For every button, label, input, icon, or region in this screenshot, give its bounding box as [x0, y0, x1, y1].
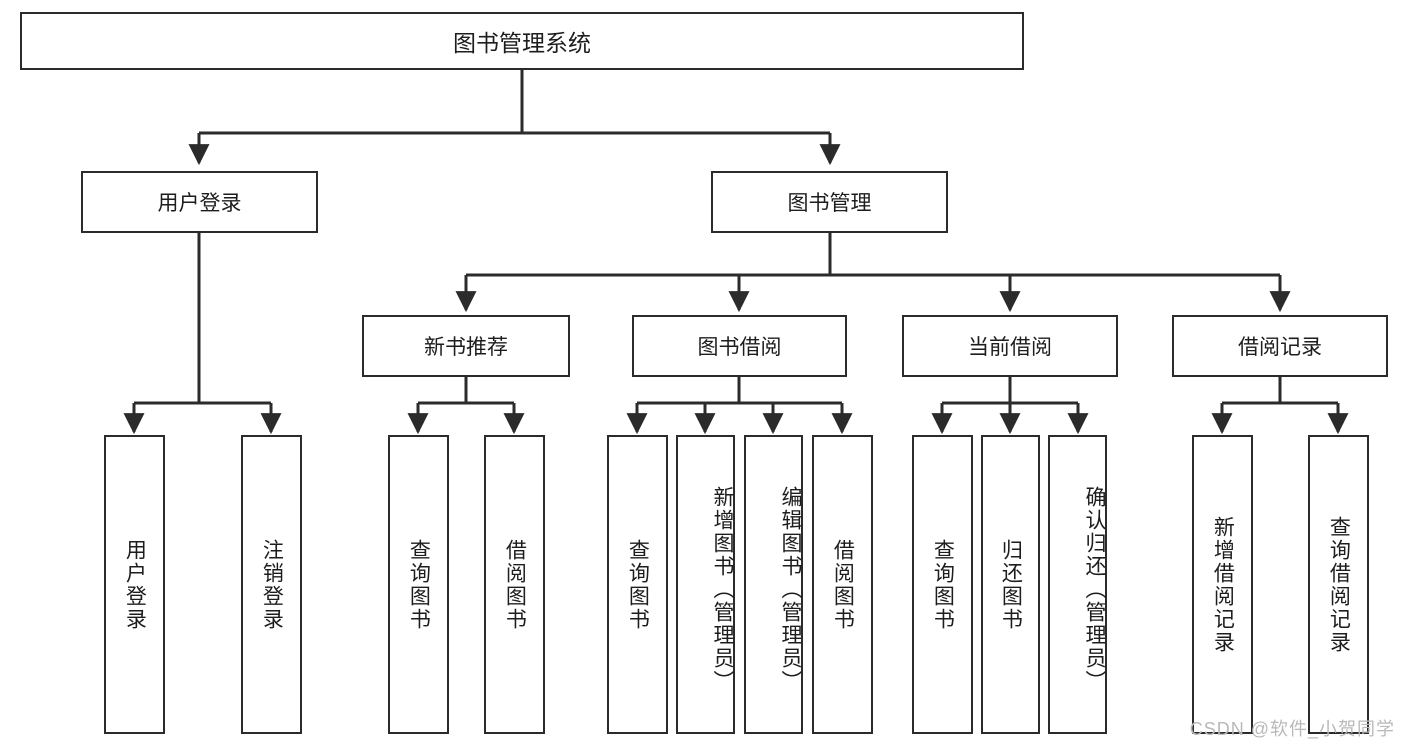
node-borrow-records[interactable]: 借阅记录	[1172, 315, 1388, 377]
leaf-records-query-record[interactable]: 查询借阅记录	[1308, 435, 1369, 734]
node-root-system[interactable]: 图书管理系统	[20, 12, 1024, 70]
leaf-borrow-edit-book-admin[interactable]: 编辑图书（管理员）	[744, 435, 803, 734]
leaf-current-query-book[interactable]: 查询图书	[912, 435, 973, 734]
leaf-label: 新增图书（管理员）	[711, 486, 734, 693]
node-current-borrow[interactable]: 当前借阅	[902, 315, 1118, 377]
leaf-label: 借阅图书	[503, 538, 527, 631]
leaf-borrow-add-book-admin[interactable]: 新增图书（管理员）	[676, 435, 735, 734]
leaf-recommend-borrow-book[interactable]: 借阅图书	[484, 435, 545, 734]
leaf-label: 查询借阅记录	[1327, 515, 1351, 654]
leaf-user-login-login[interactable]: 用户登录	[104, 435, 165, 734]
node-book-borrow[interactable]: 图书借阅	[632, 315, 847, 377]
leaf-current-return-book[interactable]: 归还图书	[981, 435, 1040, 734]
leaf-recommend-query-book[interactable]: 查询图书	[388, 435, 449, 734]
leaf-label: 注销登录	[260, 538, 284, 631]
leaf-label: 确认归还（管理员）	[1083, 486, 1106, 693]
leaf-current-confirm-return-admin[interactable]: 确认归还（管理员）	[1048, 435, 1107, 734]
leaf-label: 用户登录	[123, 538, 147, 631]
leaf-label: 借阅图书	[831, 538, 855, 631]
leaf-borrow-borrow-book[interactable]: 借阅图书	[812, 435, 873, 734]
leaf-label: 查询图书	[407, 538, 431, 631]
leaf-label: 查询图书	[931, 538, 955, 631]
leaf-borrow-query-book[interactable]: 查询图书	[607, 435, 668, 734]
leaf-records-add-record[interactable]: 新增借阅记录	[1192, 435, 1253, 734]
node-book-management[interactable]: 图书管理	[711, 171, 948, 233]
leaf-label: 查询图书	[626, 538, 650, 631]
node-new-book-recommend[interactable]: 新书推荐	[362, 315, 570, 377]
leaf-label: 归还图书	[999, 538, 1023, 631]
leaf-label: 编辑图书（管理员）	[779, 486, 802, 693]
leaf-label: 新增借阅记录	[1211, 515, 1235, 654]
leaf-user-login-logout[interactable]: 注销登录	[241, 435, 302, 734]
node-user-login[interactable]: 用户登录	[81, 171, 318, 233]
